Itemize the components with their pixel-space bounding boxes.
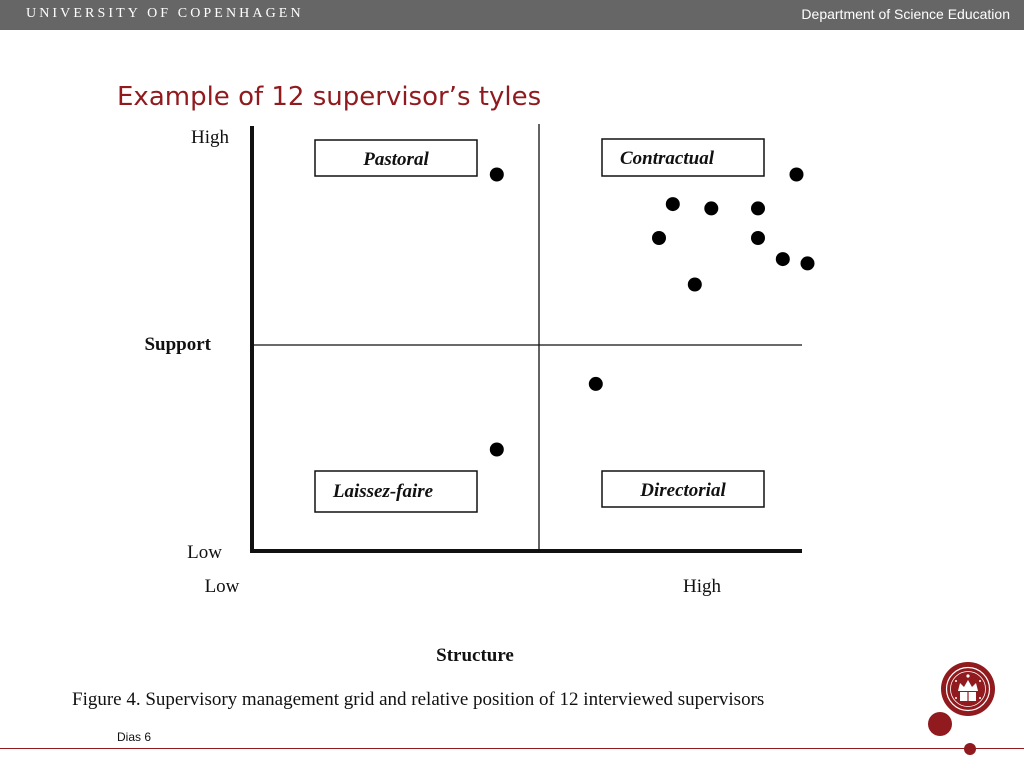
- quadrant-box-pastoral: Pastoral: [314, 139, 478, 177]
- scatter-points: [489, 167, 815, 457]
- y-tick-low: Low: [187, 542, 222, 563]
- supervisor-point-7: [751, 231, 765, 245]
- supervisor-point-12: [489, 442, 504, 457]
- x-tick-low: Low: [205, 576, 240, 597]
- quadrant-box-laissez-faire: Laissez-faire: [314, 470, 478, 513]
- y-tick-high: High: [191, 127, 230, 148]
- supervisor-point-8: [775, 252, 790, 267]
- supervisor-point-10: [687, 277, 702, 292]
- university-seal-icon: [941, 662, 995, 716]
- institution-name: UNIVERSITY OF COPENHAGEN: [26, 6, 304, 21]
- x-tick-high: High: [683, 576, 722, 597]
- chart-axes: [250, 124, 802, 553]
- quadrant-box-directorial: Directorial: [601, 470, 765, 508]
- slide-title: Example of 12 supervisor’s tyles: [117, 82, 542, 112]
- department-name: Department of Science Education: [801, 6, 1010, 22]
- decorative-dot-large: [928, 712, 952, 736]
- quadrant-label-contractual: Contractual: [620, 148, 715, 169]
- supervisor-point-5: [751, 201, 765, 216]
- figure-caption: Figure 4. Supervisory management grid an…: [72, 689, 765, 710]
- supervisor-point-2: [789, 167, 804, 182]
- supervisor-point-1: [489, 167, 504, 182]
- quadrant-label-laissez-faire: Laissez-faire: [332, 481, 434, 502]
- supervisor-point-4: [704, 201, 719, 216]
- quadrant-box-contractual: Contractual: [601, 138, 765, 177]
- supervisor-point-3: [665, 197, 680, 212]
- quadrant-label-directorial: Directorial: [639, 480, 726, 501]
- supervisor-point-6: [652, 231, 666, 245]
- supervisor-point-11: [588, 376, 603, 391]
- x-axis-label: Structure: [436, 645, 514, 666]
- decorative-dot-small: [964, 743, 976, 755]
- y-axis-label: Support: [144, 334, 211, 355]
- header-bar: UNIVERSITY OF COPENHAGEN Department of S…: [0, 0, 1024, 30]
- slide-number: Dias 6: [117, 730, 152, 744]
- quadrant-label-pastoral: Pastoral: [362, 149, 429, 170]
- supervisor-point-9: [800, 256, 815, 271]
- footer-divider: [0, 748, 1024, 749]
